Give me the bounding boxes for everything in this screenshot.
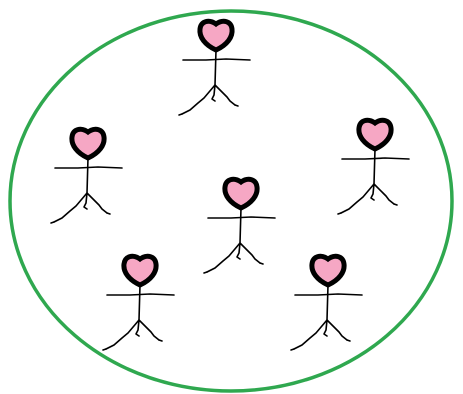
figure-torso bbox=[240, 208, 241, 243]
figure-torso bbox=[327, 285, 328, 320]
figure-torso bbox=[139, 285, 140, 320]
figure-torso bbox=[215, 50, 216, 85]
figure-torso bbox=[87, 158, 88, 193]
figure-torso bbox=[374, 149, 375, 184]
